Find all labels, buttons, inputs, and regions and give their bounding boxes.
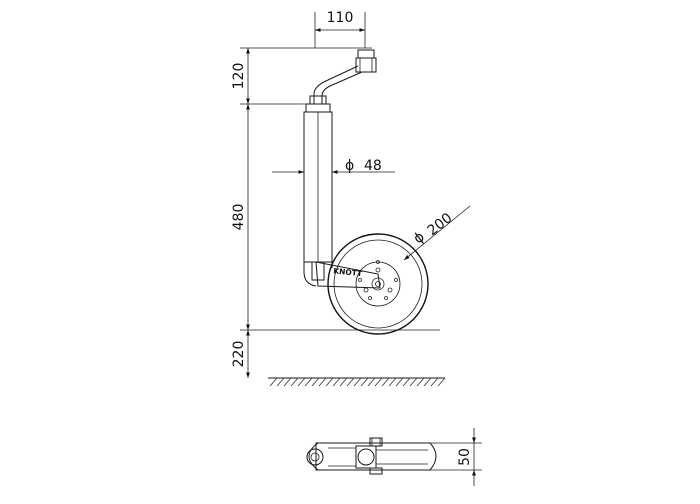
ground-hatch-mark	[297, 377, 306, 387]
bottom-view: 50	[306, 428, 482, 486]
dimension-label-110: 110	[327, 10, 354, 26]
diameter-symbol-wheel: ϕ	[411, 229, 428, 247]
ground-hatch-mark	[339, 377, 348, 387]
dimension-label-48: 48	[364, 158, 382, 174]
ground-hatch-mark	[388, 377, 397, 387]
ground-hatch-mark	[430, 377, 439, 387]
main-tube	[303, 103, 333, 287]
ground-hatch-mark	[283, 377, 292, 387]
dimension-label-120: 120	[231, 63, 247, 90]
ground-hatch-mark	[381, 377, 390, 387]
dimension-crank-offset: 110	[314, 10, 366, 48]
dimension-tube-diameter: ϕ 48	[272, 158, 395, 174]
ground-hatch-mark	[402, 377, 411, 387]
dimension-wheel-diameter: ϕ 200	[403, 205, 471, 261]
brand-logo: KNOTT	[333, 266, 364, 278]
ground-hatch-mark	[325, 377, 334, 387]
dimension-label-200: 200	[425, 210, 456, 239]
dimension-label-50: 50	[457, 448, 473, 466]
wheel-side-view	[327, 233, 429, 335]
ground-hatch-mark	[290, 377, 299, 387]
ground-hatch-mark	[311, 377, 320, 387]
ground-hatch-mark	[353, 377, 362, 387]
crank-handle	[309, 49, 377, 105]
dimension-chain-vertical: 120 480 220	[231, 47, 440, 378]
ground-hatch-mark	[395, 377, 404, 387]
ground-hatch-mark	[346, 377, 355, 387]
ground-hatch-mark	[374, 377, 383, 387]
ground-line	[268, 377, 446, 387]
dimension-label-220: 220	[231, 341, 247, 368]
ground-hatch-mark	[423, 377, 432, 387]
ground-hatch-mark	[269, 377, 278, 387]
ground-hatch-mark	[416, 377, 425, 387]
ground-hatch-mark	[304, 377, 313, 387]
ground-hatch-mark	[367, 377, 376, 387]
fork-arm: KNOTT	[311, 261, 381, 289]
dimension-label-480: 480	[231, 204, 247, 231]
ground-hatch-mark	[360, 377, 369, 387]
ground-hatch-mark	[409, 377, 418, 387]
ground-hatch-mark	[437, 377, 446, 387]
diameter-symbol-tube: ϕ	[345, 158, 354, 174]
ground-hatch-mark	[276, 377, 285, 387]
ground-hatch-mark	[318, 377, 327, 387]
ground-hatch-mark	[332, 377, 341, 387]
